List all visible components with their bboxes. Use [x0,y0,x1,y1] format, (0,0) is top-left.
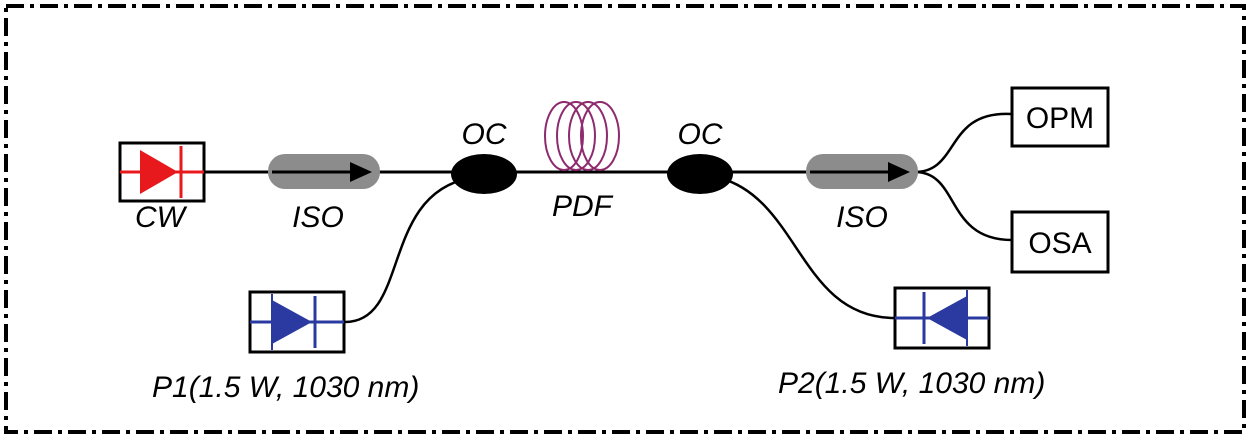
coupler-1-icon [451,154,517,194]
isolator-1-label: ISO [292,201,344,234]
fiber-label: PDF [552,190,614,223]
fiber-pump2 [719,176,896,320]
pump-2-label: P2(1.5 W, 1030 nm) [778,367,1045,400]
cw-laser-icon [118,141,206,203]
fiber-coil-icon [544,101,620,171]
isolator-2-icon [806,154,918,189]
osa-box [1010,210,1110,274]
pump-1-label: P1(1.5 W, 1030 nm) [152,371,419,404]
fiber-pump1 [344,176,471,324]
opm-box [1010,86,1110,148]
frame-border [4,4,1246,434]
fiber-branch-osa [914,170,1013,242]
opm-label: OPM [1026,102,1094,135]
coupler-1-label: OC [462,118,507,151]
isolator-2-label: ISO [836,201,888,234]
osa-label: OSA [1028,227,1091,260]
fiber-branch-opm [914,112,1013,174]
cw-label: CW [135,201,188,234]
isolator-1-icon [268,154,380,189]
pump-1-icon [248,290,346,354]
coupler-2-icon [667,154,733,194]
pump-2-icon [893,286,991,350]
coupler-2-label: OC [678,118,723,151]
